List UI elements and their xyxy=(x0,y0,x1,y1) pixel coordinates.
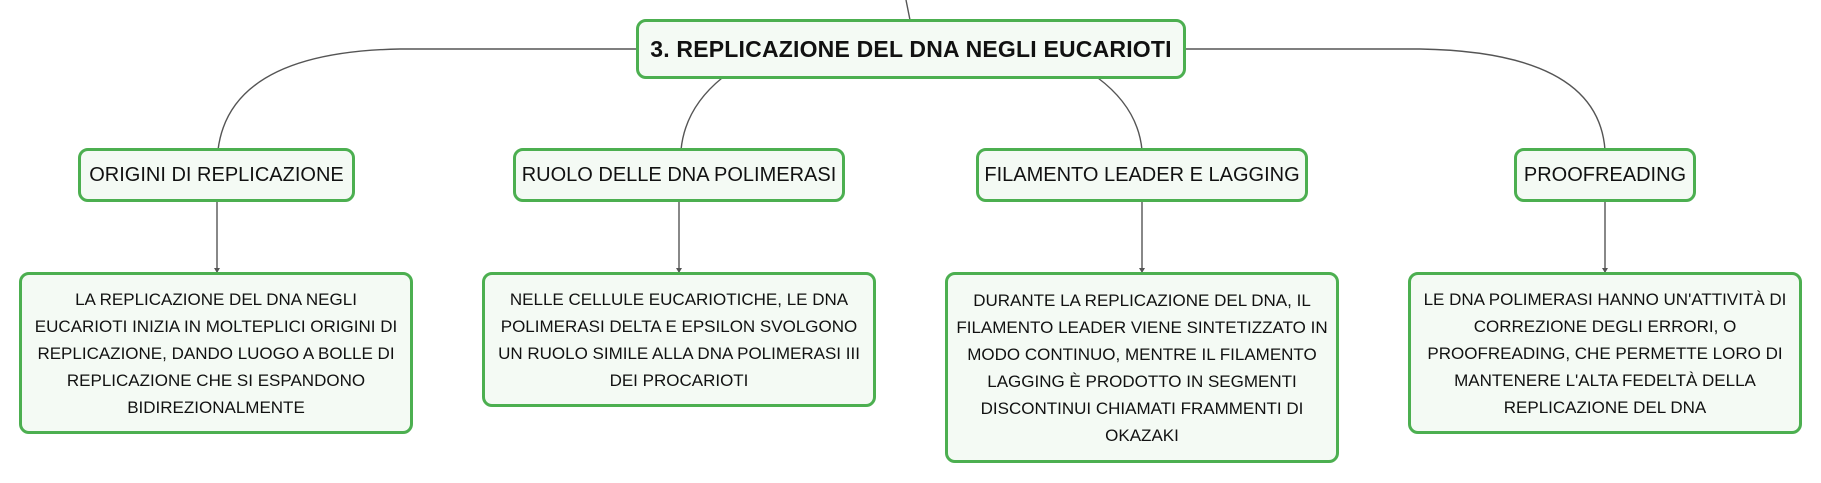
connector-root-branch-3 xyxy=(1097,77,1143,151)
topic-label: RUOLO DELLE DNA POLIMERASI xyxy=(521,163,837,186)
topic-proofreading[interactable]: PROOFREADING xyxy=(1514,148,1696,202)
detail-origini-di-replicazione[interactable]: LA REPLICAZIONE DEL DNA NEGLI EUCARIOTI … xyxy=(19,272,413,434)
topic-origini-di-replicazione[interactable]: ORIGINI DI REPLICAZIONE xyxy=(78,148,355,202)
topic-label: FILAMENTO LEADER E LAGGING xyxy=(984,163,1300,186)
topic-ruolo-delle-dna-polimerasi[interactable]: RUOLO DELLE DNA POLIMERASI xyxy=(513,148,845,202)
root-node-label: 3. REPLICAZIONE DEL DNA NEGLI EUCARIOTI xyxy=(650,35,1172,62)
connector-incoming-parent xyxy=(905,0,911,21)
detail-text: DURANTE LA REPLICAZIONE DEL DNA, IL FILA… xyxy=(956,290,1328,445)
detail-text: NELLE CELLULE EUCARIOTICHE, LE DNA POLIM… xyxy=(498,289,860,390)
detail-text: LE DNA POLIMERASI HANNO UN'ATTIVITÀ DI C… xyxy=(1423,289,1787,417)
connector-root-branch-2 xyxy=(680,77,723,151)
detail-filamento-leader-e-lagging[interactable]: DURANTE LA REPLICAZIONE DEL DNA, IL FILA… xyxy=(945,272,1339,463)
topic-filamento-leader-e-lagging[interactable]: FILAMENTO LEADER E LAGGING xyxy=(976,148,1308,202)
root-node[interactable]: 3. REPLICAZIONE DEL DNA NEGLI EUCARIOTI xyxy=(636,19,1186,79)
detail-proofreading[interactable]: LE DNA POLIMERASI HANNO UN'ATTIVITÀ DI C… xyxy=(1408,272,1802,434)
detail-text: LA REPLICAZIONE DEL DNA NEGLI EUCARIOTI … xyxy=(34,289,398,417)
topic-label: PROOFREADING xyxy=(1523,163,1687,186)
topic-label: ORIGINI DI REPLICAZIONE xyxy=(89,163,344,186)
detail-ruolo-delle-dna-polimerasi[interactable]: NELLE CELLULE EUCARIOTICHE, LE DNA POLIM… xyxy=(482,272,876,407)
connector-root-branch-4 xyxy=(1185,48,1606,151)
connector-root-branch-1 xyxy=(217,48,636,151)
